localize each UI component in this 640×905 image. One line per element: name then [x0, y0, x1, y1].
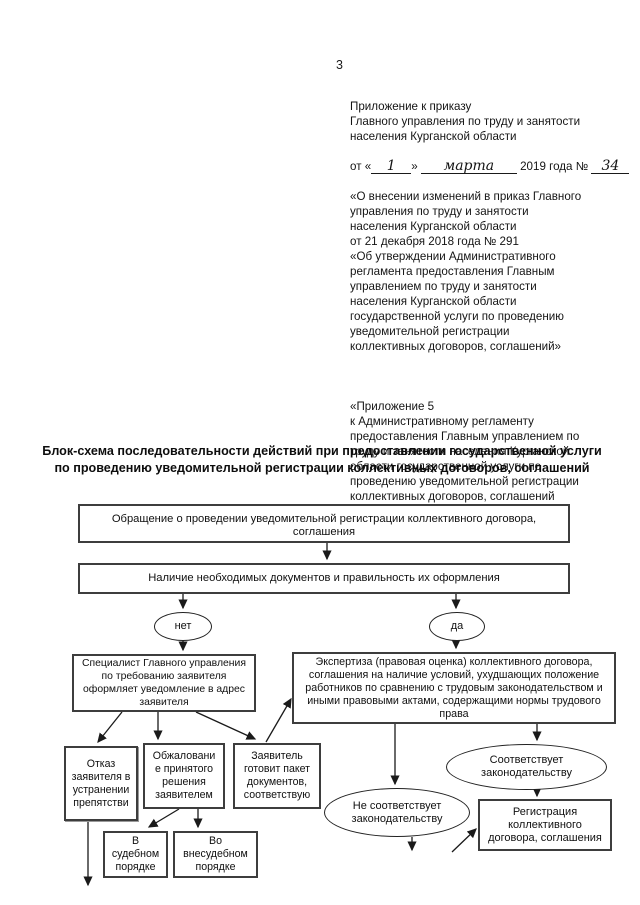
node-refusal: Отказ заявителя в устранении препятстви [64, 746, 138, 821]
flowchart-title: Блок-схема последовательности действий п… [42, 444, 602, 475]
node-prepare-documents: Заявитель готовит пакет документов, соот… [233, 743, 321, 809]
node-decision-yes: да [429, 612, 485, 641]
node-registration: Регистрация коллективного договора, согл… [478, 799, 612, 851]
date-close-quote: » [411, 160, 418, 173]
order-date-line: от «1» марта 2019 года № 34 [350, 159, 636, 174]
node-judicial-procedure: В судебном порядке [103, 831, 168, 878]
node-expertise: Экспертиза (правовая оценка) коллективно… [292, 652, 616, 724]
order-header-appendix: «Приложение 5 к Административному реглам… [350, 400, 580, 503]
node-appeal-decision: Обжаловани е принятого решения заявителе… [143, 743, 225, 809]
page-number: 3 [336, 58, 343, 72]
handwritten-day: 1 [371, 159, 412, 174]
date-tail: 2019 года № [520, 160, 589, 173]
node-specialist-notice: Специалист Главного управления по требов… [72, 654, 256, 712]
handwritten-order-number: 34 [591, 159, 630, 174]
node-noncompliant: Не соответствует законодательству [324, 788, 470, 837]
node-decision-no: нет [154, 612, 212, 641]
node-documents-check: Наличие необходимых документов и правиль… [78, 563, 570, 594]
order-header-middle: «О внесении изменений в приказ Главного … [350, 190, 582, 353]
order-header: Приложение к приказу Главного управления… [350, 84, 636, 519]
node-extrajudicial-procedure: Во внесудебном порядке [173, 831, 258, 878]
node-compliant: Соответствует законодательству [446, 744, 607, 790]
date-prefix: от « [350, 160, 372, 173]
handwritten-month: марта [420, 159, 517, 174]
node-request: Обращение о проведении уведомительной ре… [78, 504, 570, 543]
order-header-top: Приложение к приказу Главного управления… [350, 100, 581, 143]
